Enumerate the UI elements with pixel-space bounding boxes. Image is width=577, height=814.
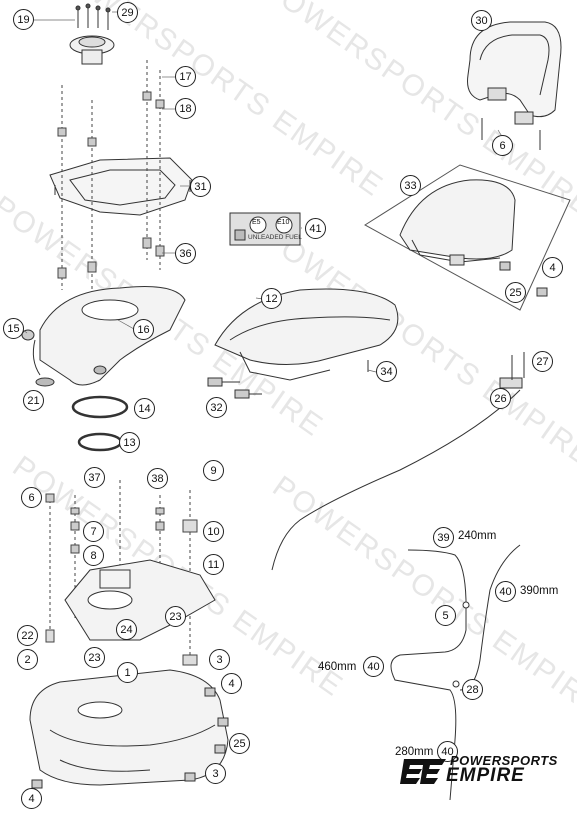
part-callout-25: 25 [505, 282, 526, 303]
part-callout-29: 29 [117, 2, 138, 23]
plate-e10-label: E10 [277, 219, 290, 226]
part-callout-37: 37 [84, 467, 105, 488]
tank-cover [32, 286, 186, 386]
part-callout-12: 12 [261, 288, 282, 309]
part-callout-19: 19 [13, 9, 34, 30]
luggage-rack [49, 157, 193, 216]
rack-bolts [57, 60, 165, 300]
part-callout-1: 1 [117, 662, 138, 683]
part-callout-39: 39 [433, 527, 454, 548]
part-callout-7: 7 [83, 521, 104, 542]
passenger-seat [364, 164, 571, 311]
part-callout-28: 28 [462, 679, 483, 700]
logo-line-2: EMPIRE [446, 765, 525, 786]
part-callout-6: 6 [492, 135, 513, 156]
hose-length-40-a: 390mm [520, 585, 559, 597]
grab-handle [467, 21, 562, 150]
tank-gasket-ring [77, 432, 123, 452]
seat-release-cable [271, 352, 525, 571]
hose-length-39: 240mm [458, 530, 497, 542]
part-callout-5: 5 [435, 605, 456, 626]
part-callout-17: 17 [175, 66, 196, 87]
part-callout-26: 26 [490, 388, 511, 409]
part-callout-24: 24 [116, 619, 137, 640]
part-callout-3: 3 [209, 649, 230, 670]
part-callout-30: 30 [471, 10, 492, 31]
part-callout-41: 41 [305, 218, 326, 239]
grommet [21, 329, 35, 341]
hose-length-40-b: 460mm [318, 661, 357, 673]
part-callout-4: 4 [221, 673, 242, 694]
fuel-cap-assembly [69, 3, 115, 65]
part-callout-32: 32 [206, 397, 227, 418]
part-callout-40: 40 [363, 656, 384, 677]
brand-logo: POWERSPORTS EMPIRE [398, 745, 568, 795]
part-callout-23: 23 [84, 647, 105, 668]
seat-bolts [207, 360, 369, 399]
part-callout-33: 33 [400, 175, 421, 196]
grommet [35, 377, 55, 387]
part-callout-36: 36 [175, 243, 196, 264]
part-callout-11: 11 [203, 554, 224, 575]
logo-mark-icon [400, 759, 446, 784]
part-callout-25: 25 [229, 733, 250, 754]
part-callout-14: 14 [134, 398, 155, 419]
part-callout-21: 21 [23, 390, 44, 411]
part-callout-4: 4 [21, 788, 42, 809]
part-callout-31: 31 [190, 176, 211, 197]
fuel-pump-flange [64, 559, 216, 641]
part-callout-34: 34 [376, 361, 397, 382]
part-callout-23: 23 [165, 606, 186, 627]
hose-length-40-c: 280mm [395, 746, 434, 758]
part-callout-2: 2 [17, 649, 38, 670]
tank-clips [31, 687, 229, 789]
logo-line-1: POWERSPORTS [450, 753, 558, 768]
part-callout-40: 40 [437, 741, 458, 762]
part-callout-8: 8 [83, 545, 104, 566]
tank-seal-ring [71, 395, 129, 419]
part-callout-4: 4 [542, 257, 563, 278]
seat-clip [536, 287, 548, 297]
fuel-tank [29, 669, 229, 786]
plate-unleaded-label: UNLEADED FUEL [248, 234, 302, 241]
seat-clip [499, 261, 511, 271]
plate-e5-label: E5 [252, 219, 261, 226]
part-callout-38: 38 [147, 468, 168, 489]
rider-seat [214, 288, 399, 381]
part-callout-18: 18 [175, 98, 196, 119]
part-callout-9: 9 [203, 460, 224, 481]
part-callout-27: 27 [532, 351, 553, 372]
part-callout-13: 13 [119, 432, 140, 453]
grommet [93, 365, 107, 375]
unleaded-fuel-plate [229, 212, 301, 246]
part-callout-10: 10 [203, 521, 224, 542]
part-callout-16: 16 [133, 319, 154, 340]
part-callout-15: 15 [3, 318, 24, 339]
part-callout-22: 22 [17, 625, 38, 646]
part-callout-40: 40 [495, 581, 516, 602]
part-callout-3: 3 [205, 763, 226, 784]
part-callout-6: 6 [21, 487, 42, 508]
